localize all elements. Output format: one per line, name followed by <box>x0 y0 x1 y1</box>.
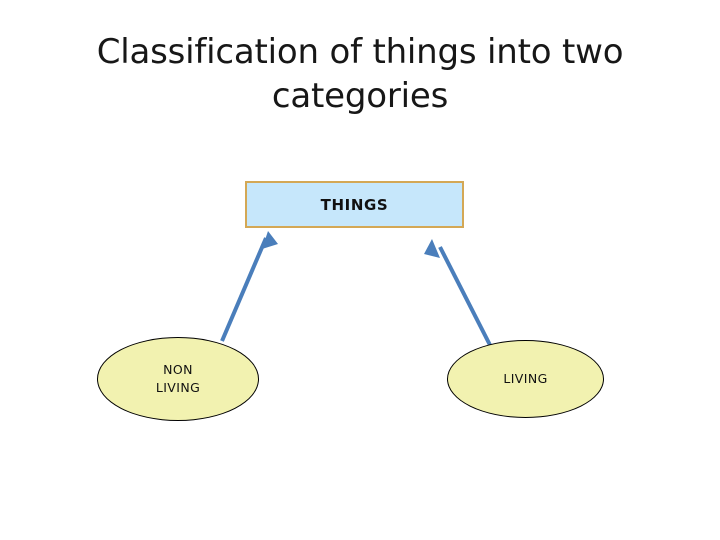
non-living-label: NON LIVING <box>155 362 201 395</box>
non-living-ellipse[interactable]: NON LIVING <box>97 337 259 421</box>
arrow-nonliving-to-things <box>220 231 278 342</box>
things-box-label: THINGS <box>320 195 389 214</box>
page-title: Classification of things into two catego… <box>96 32 624 116</box>
things-box[interactable]: THINGS <box>245 181 464 228</box>
living-ellipse[interactable]: LIVING <box>447 340 604 418</box>
living-label: LIVING <box>503 371 548 386</box>
arrow-living-to-things <box>424 239 494 350</box>
